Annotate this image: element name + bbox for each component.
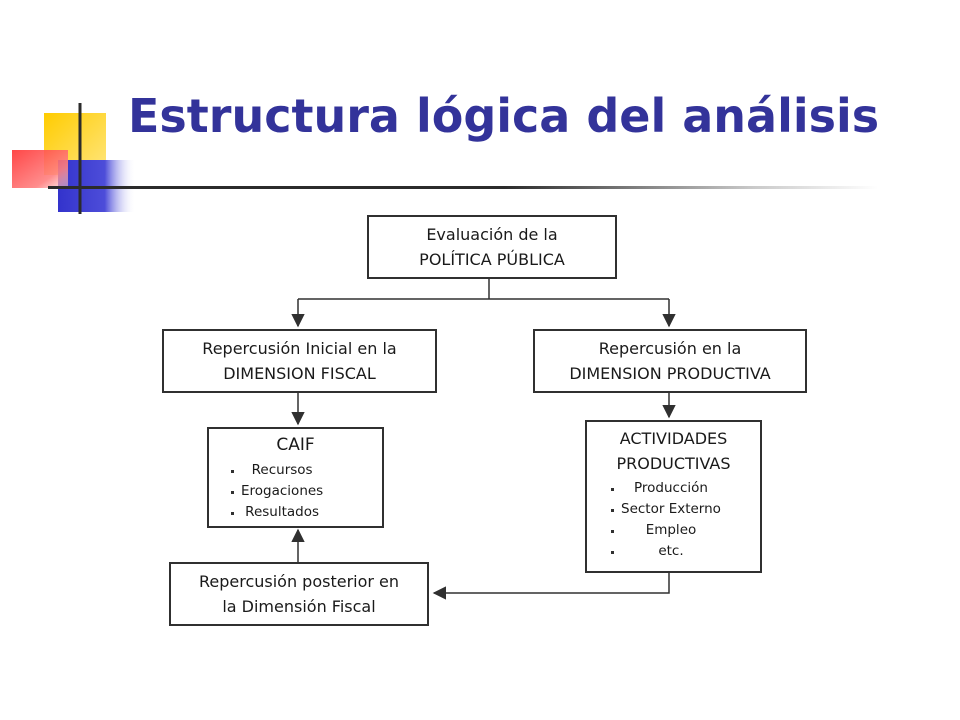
arrow-activities-to-posterior <box>432 572 670 600</box>
box-productive-dimension-line2: DIMENSION PRODUCTIVA <box>569 364 771 383</box>
activities-item-produccion: Producción <box>611 478 721 499</box>
box-fiscal-dimension: Repercusión Inicial en la DIMENSION FISC… <box>162 329 437 393</box>
activities-item-etc: etc. <box>611 541 721 562</box>
box-caif-title: CAIF <box>276 435 315 455</box>
box-fiscal-dimension-line1: Repercusión Inicial en la <box>202 339 397 358</box>
box-policy-evaluation-line2: POLÍTICA PÚBLICA <box>419 250 565 269</box>
connector-top-split <box>298 278 669 300</box>
box-fiscal-dimension-line2: DIMENSION FISCAL <box>223 364 376 383</box>
box-posterior-fiscal-line2: la Dimensión Fiscal <box>222 597 376 616</box>
title-underline <box>48 186 878 189</box>
box-policy-evaluation: Evaluación de la POLÍTICA PÚBLICA <box>367 215 617 279</box>
red-square <box>12 150 68 188</box>
page-title: Estructura lógica del análisis <box>128 89 880 143</box>
activities-item-empleo: Empleo <box>611 520 721 541</box>
box-productive-dimension-line1: Repercusión en la <box>598 339 742 358</box>
activities-list: Producción Sector Externo Empleo etc. <box>611 478 721 562</box>
box-policy-evaluation-line1: Evaluación de la <box>426 225 558 244</box>
caif-item-recursos: Recursos <box>231 460 323 481</box>
box-productive-dimension: Repercusión en la DIMENSION PRODUCTIVA <box>533 329 807 393</box>
box-posterior-fiscal: Repercusión posterior en la Dimensión Fi… <box>169 562 429 626</box>
box-posterior-fiscal-line1: Repercusión posterior en <box>198 572 400 591</box>
box-activities-line2: PRODUCTIVAS <box>616 454 731 473</box>
caif-list: Recursos Erogaciones Resultados <box>231 460 323 523</box>
caif-item-erogaciones: Erogaciones <box>231 481 323 502</box>
caif-item-resultados: Resultados <box>231 502 323 523</box>
box-productive-activities: ACTIVIDADES PRODUCTIVAS Producción Secto… <box>585 420 762 573</box>
box-caif: CAIF Recursos Erogaciones Resultados <box>207 427 384 528</box>
box-activities-line1: ACTIVIDADES <box>619 429 728 448</box>
activities-item-sector-externo: Sector Externo <box>611 499 721 520</box>
